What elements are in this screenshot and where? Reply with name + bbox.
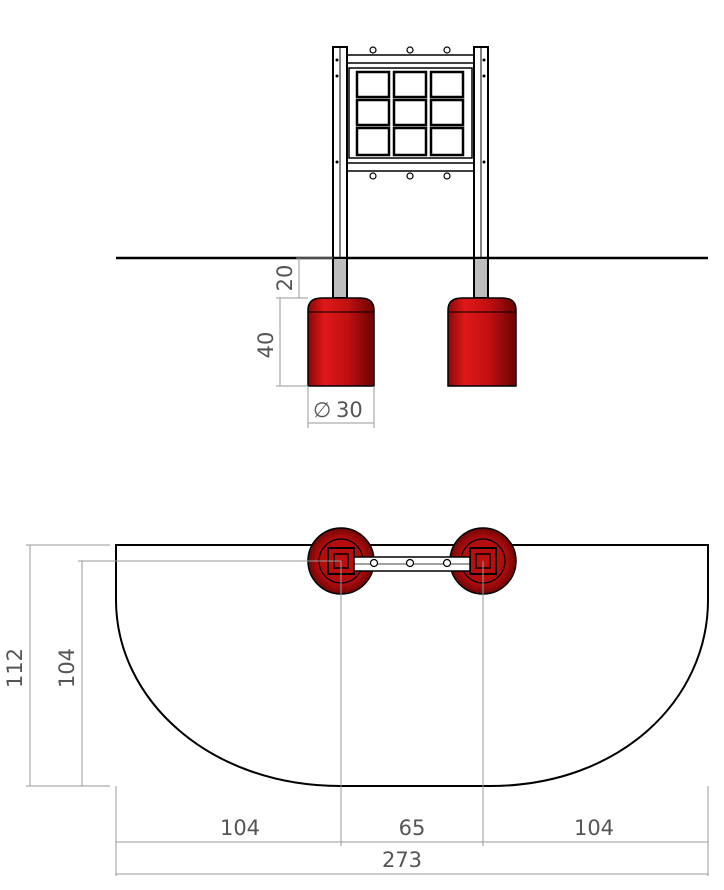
dim-right-offset-label: 104 — [574, 816, 614, 840]
dim-overall-depth-label: 112 — [3, 648, 27, 688]
dimension-embed-depth: 20 — [273, 257, 333, 299]
dim-post-spacing-label: 65 — [399, 816, 426, 840]
dim-embed-depth-label: 20 — [273, 265, 297, 292]
dimension-footing-diameter: ∅ 30 — [307, 386, 375, 428]
front-view: 20 40 ∅ 30 — [116, 46, 708, 428]
dimension-post-depth: 104 — [55, 560, 341, 786]
dim-overall-width-label: 273 — [382, 848, 422, 872]
left-post — [332, 46, 348, 299]
top-view: 112 104 104 65 104 273 — [3, 527, 709, 876]
dim-post-depth-label: 104 — [55, 648, 79, 688]
dim-footing-height-label: 40 — [254, 332, 278, 359]
panel-top — [353, 556, 471, 572]
dimension-footing-height: 40 — [254, 297, 308, 387]
right-post — [473, 46, 489, 299]
dim-footing-diameter-label: 30 — [336, 398, 363, 422]
left-footing — [307, 297, 375, 387]
diameter-symbol: ∅ — [313, 398, 331, 422]
dim-left-offset-label: 104 — [220, 816, 260, 840]
right-footing — [447, 297, 517, 387]
dimension-overall-width: 273 — [116, 848, 708, 875]
safety-zone-outline — [115, 544, 709, 787]
dimension-chain: 104 65 104 — [116, 816, 708, 843]
dimension-overall-depth: 112 — [3, 544, 110, 787]
game-panel — [335, 46, 486, 180]
